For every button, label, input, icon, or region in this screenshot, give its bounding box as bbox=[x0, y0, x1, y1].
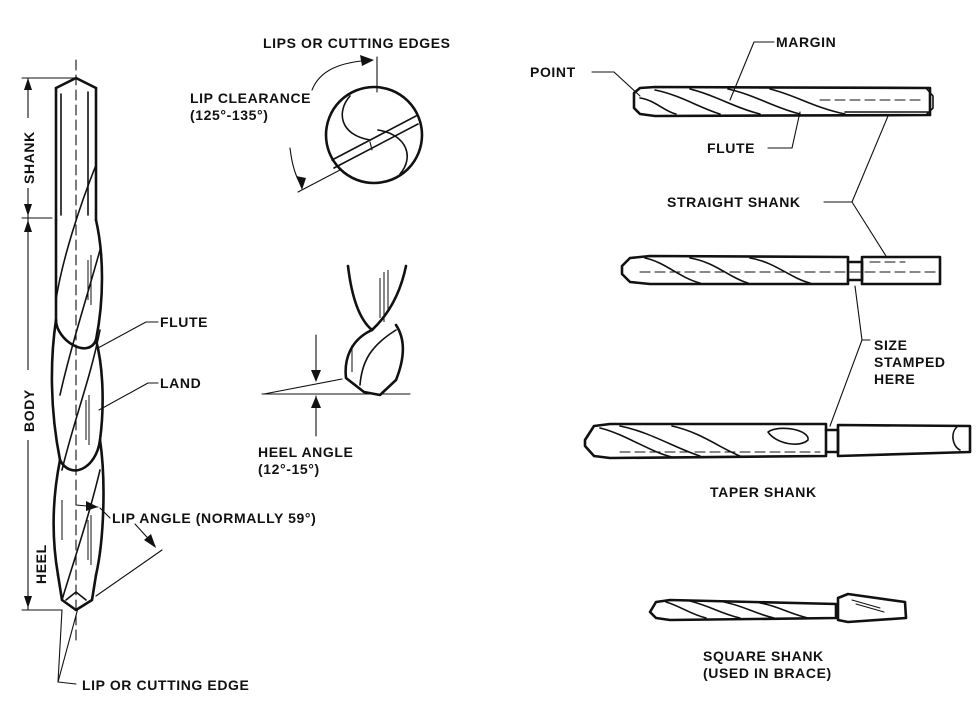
straight-shank-drill-top: POINT MARGIN FLUTE bbox=[530, 34, 934, 156]
size-stamped-callout: SIZE STAMPED HERE bbox=[829, 285, 946, 427]
lip-or-cutting-edge-callout: LIP OR CUTTING EDGE bbox=[57, 607, 250, 693]
straight-shank-label: STRAIGHT SHANK bbox=[667, 194, 801, 210]
body-label: BODY bbox=[21, 389, 37, 432]
square-shank-label: SQUARE SHANK bbox=[703, 648, 824, 664]
shank-label: SHANK bbox=[21, 131, 37, 184]
size-stamped-line1: SIZE bbox=[874, 337, 908, 353]
land-callout: LAND bbox=[98, 375, 201, 411]
lip-angle-callout: LIP ANGLE (NORMALLY 59°) bbox=[75, 501, 316, 597]
size-stamped-line2: STAMPED bbox=[874, 354, 946, 370]
lip-clearance-label: LIP CLEARANCE bbox=[190, 90, 311, 106]
lip-angle-label: LIP ANGLE (NORMALLY 59°) bbox=[112, 510, 316, 526]
straight-shank-callout: STRAIGHT SHANK bbox=[667, 115, 889, 257]
flute-callout: FLUTE bbox=[97, 314, 208, 349]
margin-label: MARGIN bbox=[776, 34, 836, 50]
size-stamped-line3: HERE bbox=[874, 371, 915, 387]
land-hatching bbox=[61, 255, 92, 565]
land-label: LAND bbox=[160, 375, 201, 391]
heel-angle-detail: HEEL ANGLE (12°-15°) bbox=[258, 264, 411, 477]
lip-clearance-range: (125°-135°) bbox=[190, 107, 269, 123]
point-label: POINT bbox=[530, 64, 576, 80]
heel-label: HEEL bbox=[33, 544, 49, 584]
straight-shank-drill-middle bbox=[620, 254, 942, 286]
square-shank-drill bbox=[648, 592, 908, 624]
taper-shank-label: TAPER SHANK bbox=[710, 484, 817, 500]
lips-or-cutting-edges-label: LIPS OR CUTTING EDGES bbox=[263, 35, 451, 51]
flute-label: FLUTE bbox=[160, 314, 208, 330]
square-shank-note: (USED IN BRACE) bbox=[703, 665, 832, 681]
lip-or-cutting-edge-label: LIP OR CUTTING EDGE bbox=[82, 677, 250, 693]
vertical-drill: SHANK BODY HEEL bbox=[20, 59, 105, 641]
flute-right-label: FLUTE bbox=[707, 140, 755, 156]
heel-angle-label: HEEL ANGLE bbox=[258, 444, 353, 460]
end-view: LIPS OR CUTTING EDGES LIP CLEARANCE (125… bbox=[190, 35, 451, 193]
taper-shank-drill bbox=[583, 422, 972, 460]
heel-angle-range: (12°-15°) bbox=[258, 461, 320, 477]
